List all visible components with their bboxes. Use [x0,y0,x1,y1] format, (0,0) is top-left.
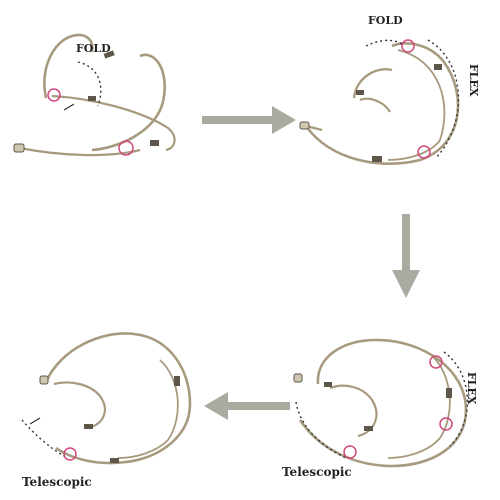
panel-2-ear-cap [356,90,364,95]
panel-1-fold-label: FOLD [76,42,111,55]
panel-3-telescopic-label: Telescopic [282,465,352,479]
panel-2-folded-headset: FOLD FLEX [299,14,480,165]
panel-4-slider [110,458,119,463]
panel-3-slider [364,426,373,431]
panel-2-slider [434,64,442,70]
panel-2-mic-tip [299,121,310,130]
arrow-down-icon [392,214,420,298]
panel-3-slider [446,388,452,398]
panel-2-joint-ring [417,145,431,159]
panel-1-joint-ring [47,88,61,102]
panel-4-inner-loop [53,381,106,430]
panel-1-folded-headset: FOLD [13,33,176,157]
panel-3-mic-tip [293,373,303,383]
panel-3-inner-rail [387,355,451,459]
arrow-right-icon [202,106,296,134]
panel-3-flex-indicator [443,351,469,447]
panel-2-slider [372,156,382,162]
panel-1-boom-arm [19,146,141,157]
panel-4-inner-rail [117,359,179,459]
panel-1-neck-band [51,94,176,152]
panel-3-telescopic-indicator [295,401,347,459]
panel-2-fold-label: FOLD [368,14,403,27]
panel-4-extended-headset: Telescopic [21,332,192,489]
panel-2-inner-loop [352,68,393,99]
panel-1-mic-tip [13,143,25,153]
panel-3-flex-label: FLEX [465,372,478,405]
panel-4-telescopic-indicator [21,419,65,457]
panel-4-mic-tip [39,375,49,385]
panel-2-joint-ring [401,39,415,53]
panel-2-inner-rail [387,49,446,161]
arrow-left-icon [204,392,290,420]
panel-1-fold-indicator [63,103,75,111]
panel-4-telescopic-label: Telescopic [22,475,92,489]
panel-3-joint-ring [343,445,357,459]
panel-4-outer-band [44,332,192,465]
panel-1-ear-loop-left [43,33,94,99]
panel-1-slider [150,140,159,146]
panel-3-joint-ring [439,417,453,431]
panel-4-slider [84,424,93,429]
panel-1-fold-indicator [77,61,102,107]
panel-3-extended-headset: FLEX Telescopic [282,338,478,479]
panel-3-joint-ring [429,355,443,369]
panel-2-outer-band [304,42,460,165]
panel-4-slider [174,376,180,386]
panel-1-ear-loop-right [91,53,166,152]
panel-4-telescopic-indicator [29,417,41,425]
panel-1-joint-ring [118,140,134,156]
panel-4-joint-ring [63,447,77,461]
panel-2-flex-indicator [427,39,460,159]
panel-1-slider [88,96,96,101]
panel-1-ear-cap [103,50,115,59]
panel-2-inner-loop [359,97,391,113]
panel-2-flex-label: FLEX [467,64,480,97]
panel-3-slider [324,382,332,387]
panel-3-outer-band [298,338,468,468]
